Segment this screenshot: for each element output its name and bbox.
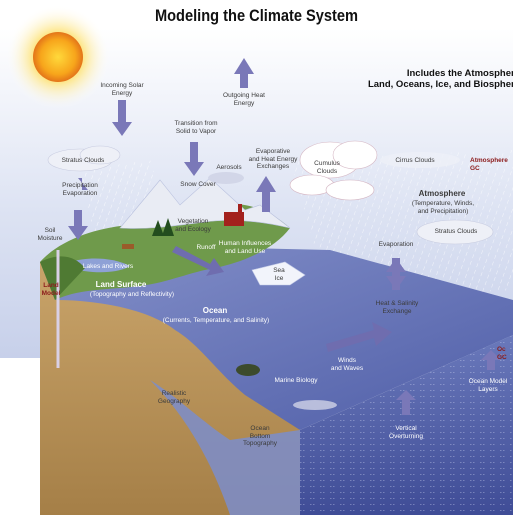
cumulus-cloud xyxy=(289,140,378,201)
label-lakes: Lakes and Rivers xyxy=(82,263,134,270)
deer-icon xyxy=(122,244,134,249)
cirrus-cloud xyxy=(380,152,460,168)
label-marine-biology: Marine Biology xyxy=(274,377,318,384)
includes-caption: Includes the Atmosphere Land, Oceans, Ic… xyxy=(367,68,513,90)
transition-arrow xyxy=(184,142,204,176)
label-land-surface-title: Land Surface xyxy=(95,280,147,289)
ocean-layers-arrow xyxy=(481,350,501,370)
label-ocean-sub: (Currents, Temperature, and Salinity) xyxy=(162,317,270,324)
vertical-overturning-arrow xyxy=(396,390,416,415)
label-outgoing-heat: Outgoing Heat Energy xyxy=(223,92,265,107)
label-land-model: Land Model xyxy=(41,282,61,297)
label-vertical-overturning: Vertical Overturning xyxy=(389,425,423,440)
tree-icon xyxy=(162,218,174,236)
label-stratus-right: Stratus Clouds xyxy=(434,228,478,235)
outgoing-heat-arrow xyxy=(234,58,254,88)
sun-icon xyxy=(33,32,83,82)
land-mass xyxy=(40,203,290,300)
label-winds-waves: Winds and Waves xyxy=(330,357,364,372)
stratus-cloud-left xyxy=(47,145,121,172)
ocean-cross-section xyxy=(150,380,300,515)
incoming-solar-arrow xyxy=(112,100,132,136)
ocean-model-layers xyxy=(300,335,513,515)
label-sea-ice: Sea Ice xyxy=(273,267,285,282)
label-snow-cover: Snow Cover xyxy=(180,181,216,188)
label-cumulus: Cumulus Clouds xyxy=(314,160,340,175)
heat-salinity-arrow xyxy=(386,258,406,290)
precipitation-arrow-up xyxy=(74,178,88,190)
label-atmosphere-title: Atmosphere xyxy=(418,189,466,198)
label-ocean-title: Ocean xyxy=(202,306,228,315)
label-vegetation: Vegetation and Ecology xyxy=(175,218,211,233)
sea-ice xyxy=(251,261,306,286)
shark-icon xyxy=(293,400,337,410)
factory-icon xyxy=(224,212,244,226)
evaporative-arrow xyxy=(256,176,276,212)
label-runoff: Runoff xyxy=(196,244,216,251)
label-land-surface-sub: (Topography and Reflectivity) xyxy=(89,291,175,298)
label-heat-salinity: Heat & Salinity Exchange xyxy=(375,300,419,315)
winds-waves-arrow xyxy=(326,322,392,352)
aerosol-cloud xyxy=(208,172,244,184)
label-atmosphere-sub: (Temperature, Winds, and Precipitation) xyxy=(411,200,475,215)
stratus-cloud-right xyxy=(416,219,494,245)
label-evaporation: Evaporation xyxy=(378,241,414,248)
label-ocean-bottom: Ocean Bottom Topography xyxy=(243,425,277,447)
label-evaporative: Evaporative and Heat Energy Exchanges xyxy=(248,148,298,170)
label-soil-moisture: Soil Moisture xyxy=(37,227,63,242)
diagram-title: Modeling the Climate System xyxy=(154,6,359,25)
label-ocean-model-layers: Ocean Model Layers xyxy=(468,378,508,393)
turtle-icon xyxy=(236,364,260,376)
lake xyxy=(70,258,130,273)
factory-chimney xyxy=(238,204,242,214)
label-aerosols: Aerosols xyxy=(216,164,242,171)
tree-icon xyxy=(152,220,164,236)
ocean-surface xyxy=(40,248,513,430)
label-precipitation: Precipitation Evaporation xyxy=(62,182,98,197)
label-stratus-left: Stratus Clouds xyxy=(61,157,105,164)
label-cirrus: Cirrus Clouds xyxy=(395,157,435,164)
label-atmosphere-gcm: Atmosphere GC xyxy=(470,157,508,172)
label-realistic-geography: Realistic Geography xyxy=(157,390,191,405)
label-human: Human Influences and Land Use xyxy=(218,240,272,255)
label-ocean-gcm: Oc GC xyxy=(497,346,507,361)
runoff-arrow xyxy=(172,246,224,276)
land-surface-strip xyxy=(40,256,85,300)
label-transition: Transition from Solid to Vapor xyxy=(174,120,218,135)
precipitation-arrow xyxy=(68,210,88,240)
label-incoming-solar: Incoming Solar Energy xyxy=(100,82,144,97)
